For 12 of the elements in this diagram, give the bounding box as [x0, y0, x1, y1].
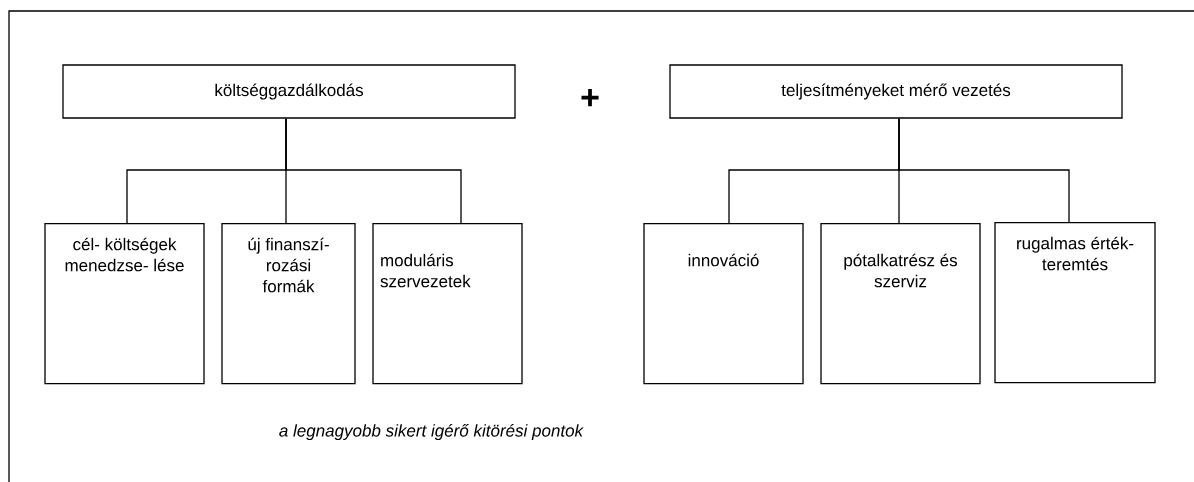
- item-box: rugalmas érték- teremtés: [994, 222, 1156, 384]
- connector-line: [898, 118, 1070, 223]
- item-box: új finanszí- rozási formák: [221, 223, 356, 385]
- plus-sign: +: [581, 89, 599, 107]
- item-box: pótalkatrész és szerviz: [820, 223, 981, 385]
- connector-line: [285, 118, 462, 224]
- heading-box: költséggazdálkodás: [62, 64, 516, 119]
- item-box: innováció: [643, 223, 804, 385]
- item-box: moduláris szervezetek: [372, 223, 523, 385]
- caption: a legnagyobb sikert igérő kitörési pontok: [279, 424, 584, 441]
- item-box: cél- költségek menedzse- lése: [44, 223, 205, 385]
- heading-box: teljesítményeket mérő vezetés: [669, 64, 1123, 119]
